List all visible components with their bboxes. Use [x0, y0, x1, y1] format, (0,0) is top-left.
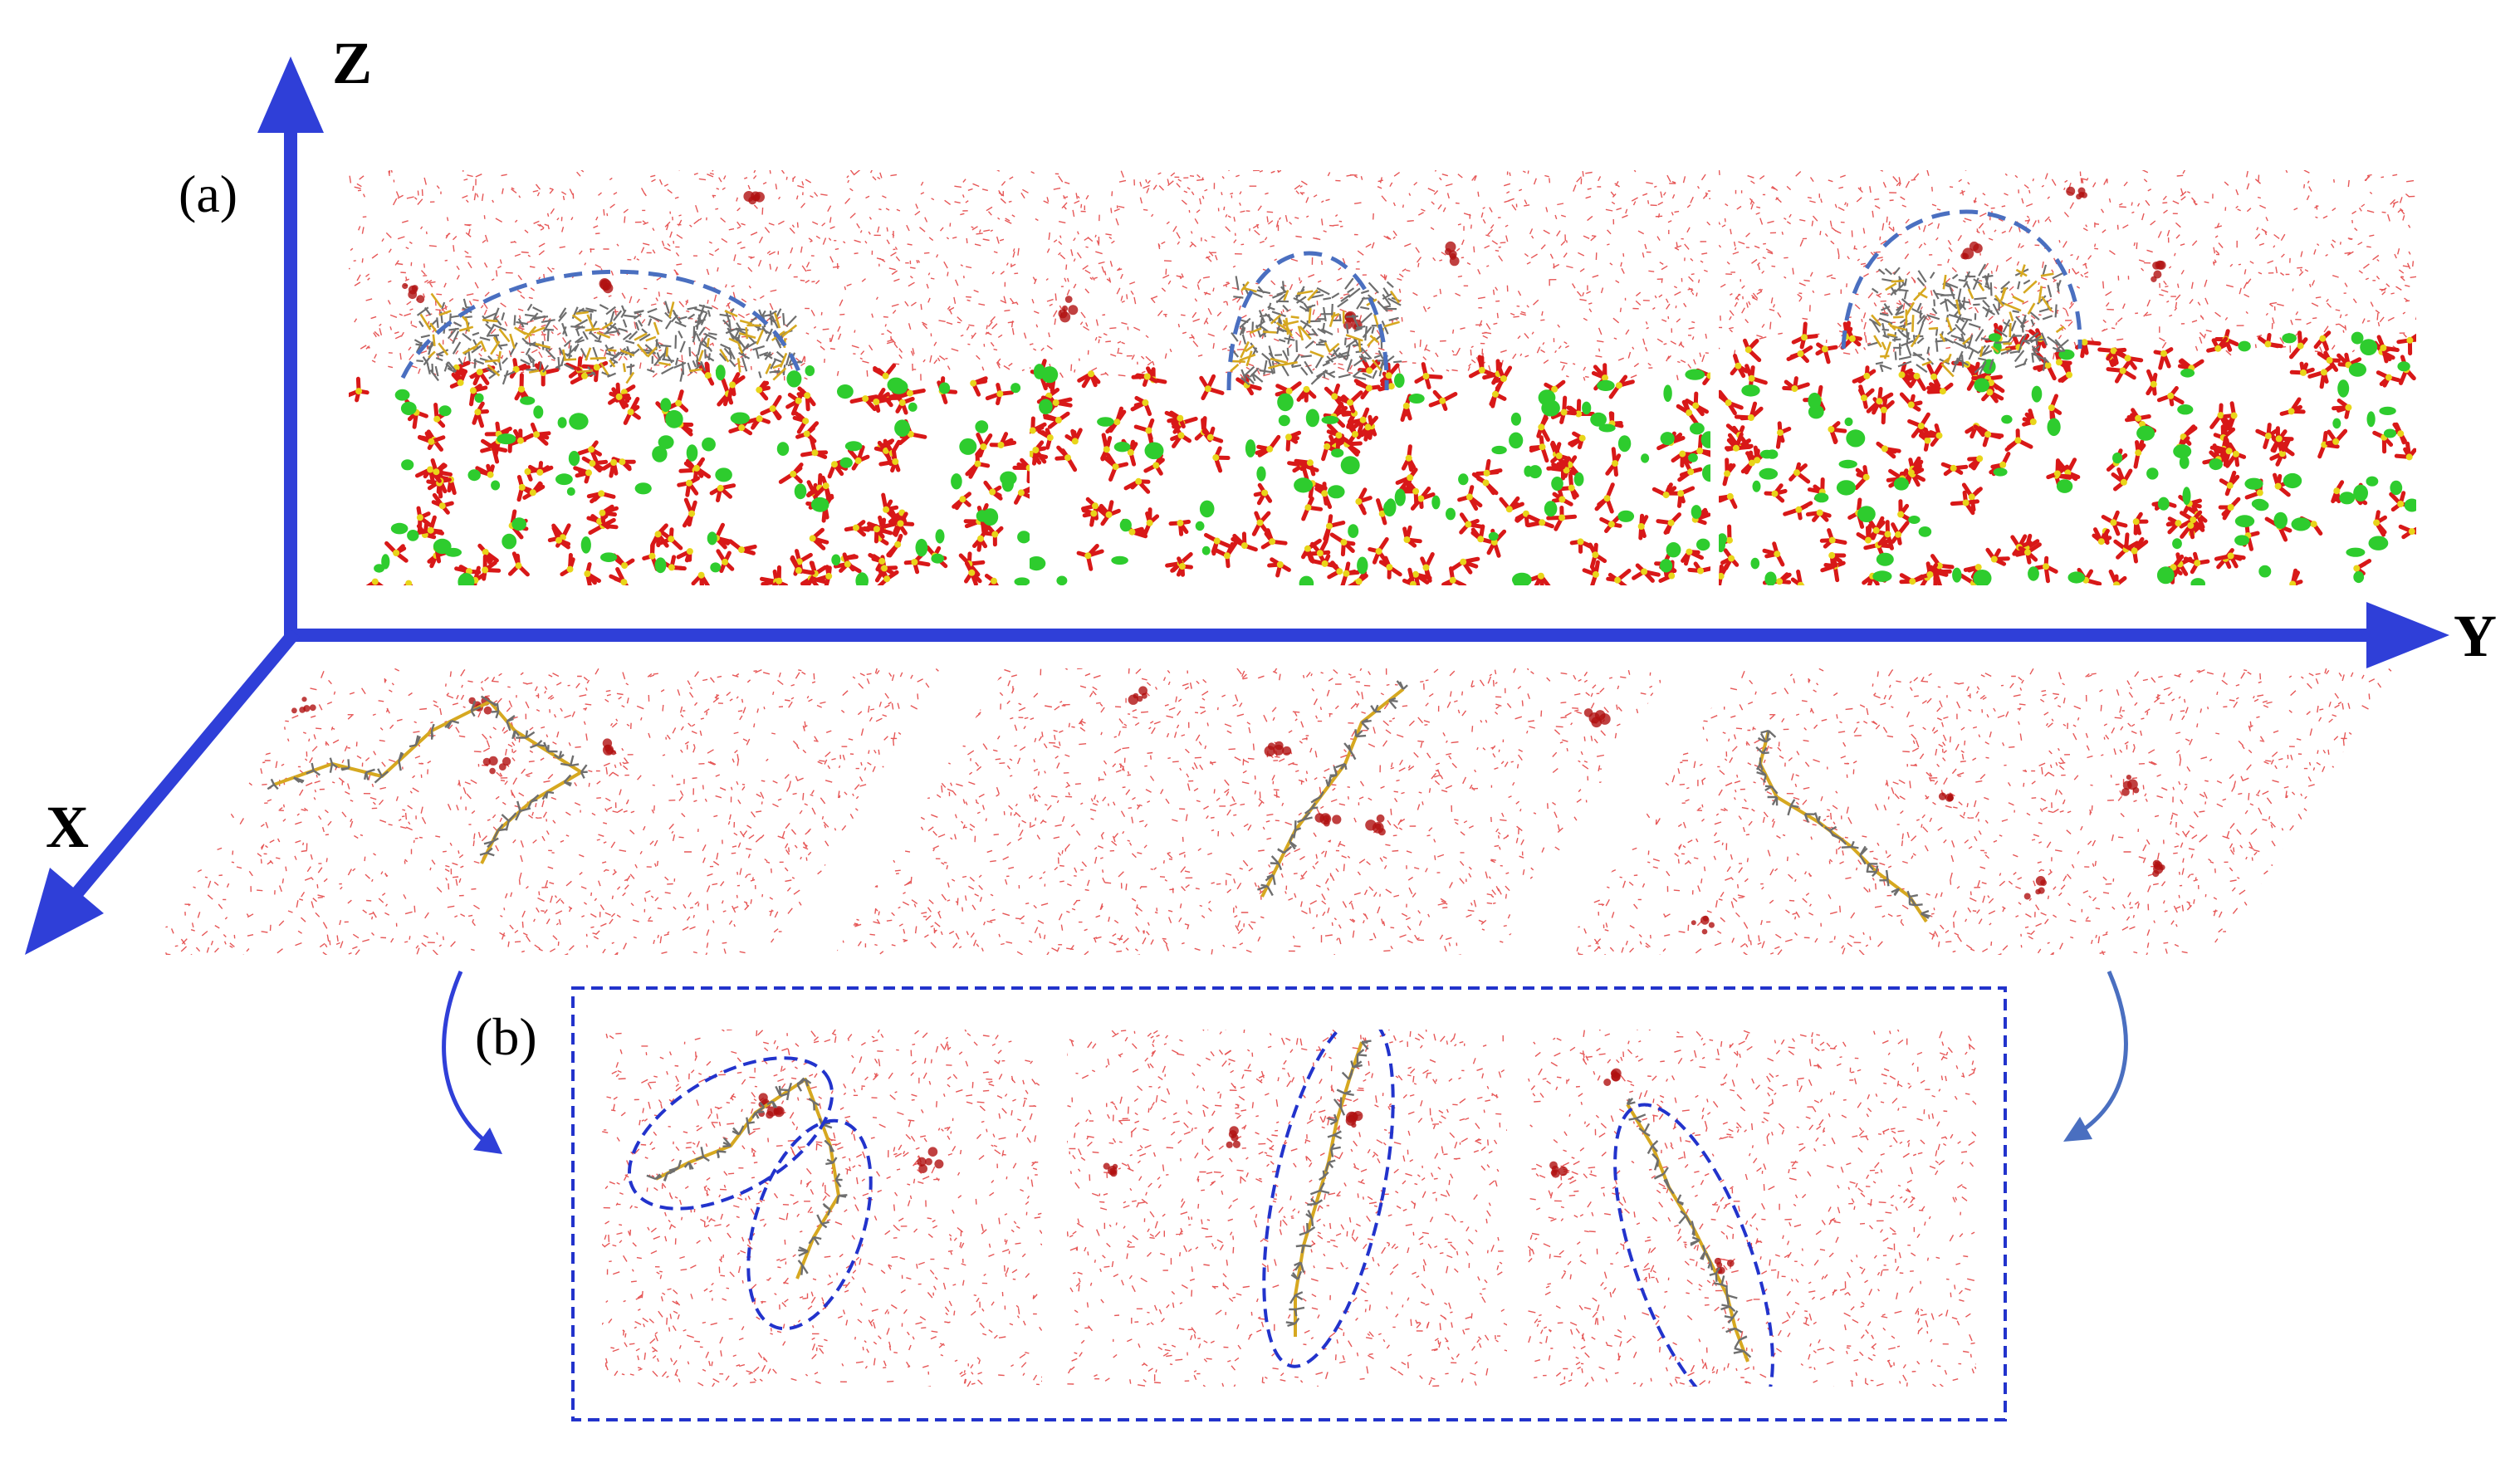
floor-view-1: [149, 668, 942, 955]
curved-arrow-icon: [2082, 970, 2128, 1132]
polymer-chain: [1256, 680, 1408, 898]
polymer-chain: [1867, 263, 2069, 378]
side-view-3: [1719, 170, 2416, 585]
mineral-slab: [1719, 320, 2416, 585]
chain-highlight: [1262, 1030, 1395, 1368]
water-layer: [1561, 668, 2395, 955]
polymer-chain: [1755, 729, 1931, 923]
panel-b-frame: [571, 986, 2007, 1421]
polymer-chain: [1626, 1098, 1752, 1363]
water-layer: [602, 1030, 1042, 1387]
chain-highlight: [1613, 1103, 1774, 1387]
arrow-up-icon: [257, 56, 324, 133]
x-axis-label: X: [46, 794, 89, 860]
arrow-right-icon: [2366, 602, 2449, 668]
side-view-1: [349, 170, 1030, 585]
water-layer: [1719, 170, 2416, 360]
polymer-chain: [646, 1077, 848, 1279]
mineral-slab: [1030, 355, 1710, 585]
y-axis-label: Y: [2454, 603, 2497, 669]
floor-view-3: [1561, 668, 2395, 955]
polymer-chain: [1285, 1040, 1372, 1337]
axes: [25, 56, 2449, 955]
chain-highlight: [627, 1056, 834, 1211]
water-layer: [834, 668, 1669, 955]
curved-arrow-icon: [442, 970, 487, 1143]
side-view-2: [1030, 170, 1710, 585]
water-layer: [1528, 1030, 1976, 1387]
droplet-outline: [1226, 251, 1389, 391]
arrow-down-left-icon: [25, 868, 104, 955]
droplet-outline: [400, 269, 804, 379]
curved-arrow-head: [473, 1128, 502, 1154]
panel-b-label: (b): [475, 1007, 537, 1066]
zoom-view-3: [1528, 1030, 1976, 1387]
water-layer: [349, 170, 1029, 381]
x-axis-line: [65, 628, 301, 906]
mineral-slab: [349, 356, 1030, 585]
panel-a-label: (a): [179, 164, 237, 223]
water-layer: [149, 668, 942, 955]
droplet-outline: [1841, 209, 2082, 350]
water-layer: [1067, 1030, 1507, 1387]
curved-arrow-head: [2063, 1117, 2092, 1142]
polymer-chain: [267, 695, 588, 864]
zoom-view-2: [1067, 1030, 1507, 1387]
floor-view-2: [834, 668, 1669, 955]
chain-highlight: [746, 1118, 873, 1331]
zoom-view-1: [602, 1030, 1042, 1387]
z-axis-label: Z: [332, 30, 372, 96]
polymer-chain: [413, 292, 803, 385]
